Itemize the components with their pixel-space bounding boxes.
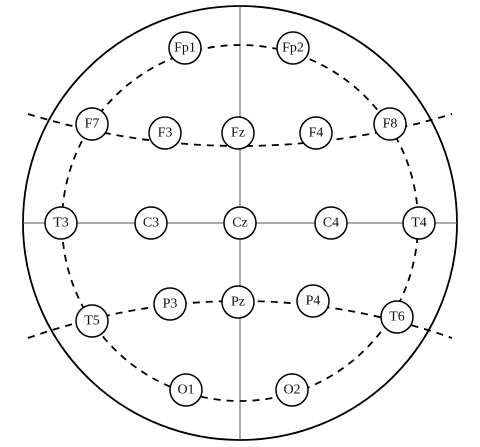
electrode-circle (168, 31, 202, 65)
electrode-circle (296, 284, 330, 318)
electrode-fz: Fz (221, 116, 255, 150)
electrode-circle (169, 373, 203, 407)
electrode-f7: F7 (75, 107, 109, 141)
electrode-p3: P3 (153, 287, 187, 321)
electrode-o1: O1 (169, 373, 203, 407)
electrode-circle (373, 107, 407, 141)
electrode-label: T3 (53, 216, 69, 231)
electrode-t6: T6 (380, 300, 414, 334)
electrode-f3: F3 (148, 116, 182, 150)
electrode-label: F8 (383, 117, 398, 132)
electrode-circle (275, 373, 309, 407)
electrode-label: Pz (231, 295, 245, 310)
electrode-o2: O2 (275, 373, 309, 407)
electrode-circle (44, 206, 78, 240)
electrode-label: F4 (309, 126, 324, 141)
electrode-circle (314, 206, 348, 240)
electrode-circle (153, 287, 187, 321)
electrode-f4: F4 (299, 116, 333, 150)
electrode-circle (299, 116, 333, 150)
electrode-label: P3 (163, 297, 178, 312)
electrode-label: Cz (232, 216, 248, 231)
electrode-p4: P4 (296, 284, 330, 318)
electrode-t5: T5 (75, 304, 109, 338)
electrode-label: O2 (283, 383, 300, 398)
electrode-label: P4 (306, 294, 321, 309)
electrode-label: C4 (323, 216, 339, 231)
electrode-fp1: Fp1 (168, 31, 202, 65)
electrode-label: T6 (389, 310, 405, 325)
electrode-circle (75, 107, 109, 141)
electrode-circle (221, 285, 255, 319)
electrode-circle (276, 31, 310, 65)
electrode-c4: C4 (314, 206, 348, 240)
electrode-label: O1 (177, 383, 194, 398)
electrode-pz: Pz (221, 285, 255, 319)
electrode-f8: F8 (373, 107, 407, 141)
electrode-label: C3 (143, 216, 159, 231)
electrode-circle (223, 206, 257, 240)
electrode-circle (148, 116, 182, 150)
electrode-circle (380, 300, 414, 334)
electrode-circle (402, 206, 436, 240)
electrode-label: Fz (231, 126, 245, 141)
electrode-t3: T3 (44, 206, 78, 240)
electrode-circle (221, 116, 255, 150)
electrode-label: Fp1 (174, 41, 196, 56)
electrode-cz: Cz (223, 206, 257, 240)
electrode-label: T4 (411, 216, 427, 231)
electrode-label: Fp2 (282, 41, 304, 56)
electrode-fp2: Fp2 (276, 31, 310, 65)
electrode-label: F3 (158, 126, 173, 141)
electrode-label: F7 (85, 117, 100, 132)
electrode-t4: T4 (402, 206, 436, 240)
electrode-circle (134, 206, 168, 240)
electrode-c3: C3 (134, 206, 168, 240)
electrode-label: T5 (84, 314, 100, 329)
electrode-circle (75, 304, 109, 338)
